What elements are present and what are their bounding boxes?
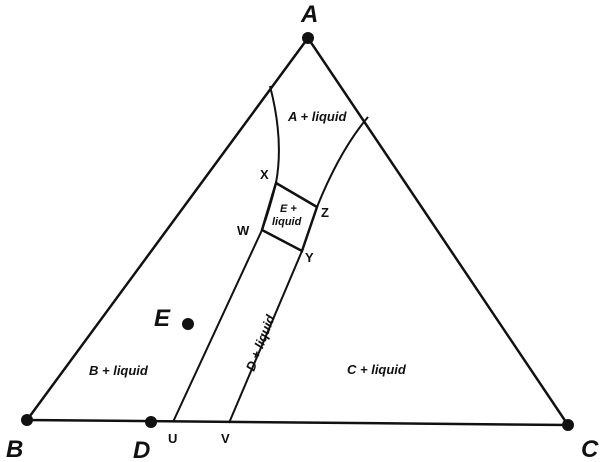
triangle-outline <box>24 35 571 427</box>
point-label-u: U <box>168 431 177 446</box>
region-label-e-liquid-line1: E + <box>280 203 297 215</box>
point-label-v: V <box>221 431 230 446</box>
vertex-a-dot <box>302 32 314 44</box>
boundary-left-upper <box>261 85 280 231</box>
region-label-e-liquid-line2: liquid <box>272 216 302 228</box>
vertex-c-dot <box>562 419 574 431</box>
region-label-a-liquid: A + liquid <box>287 109 347 124</box>
region-label-c-liquid: C + liquid <box>347 362 407 377</box>
vertex-b-dot <box>21 414 33 426</box>
vertex-label-a: A <box>300 1 318 28</box>
boundary-right-upper <box>316 116 369 208</box>
compound-d-dot <box>145 416 157 428</box>
compound-label-e: E <box>154 305 171 332</box>
region-label-d-liquid: D + liquid <box>243 312 278 373</box>
boundary-w-u <box>172 229 263 423</box>
boundary-y-v <box>228 250 303 424</box>
point-label-w: W <box>237 223 250 238</box>
point-label-y: Y <box>305 250 314 265</box>
compound-e-dot <box>182 318 194 330</box>
point-label-x: X <box>260 167 269 182</box>
vertex-label-c: C <box>581 436 599 462</box>
point-label-z: Z <box>321 205 329 220</box>
region-label-b-liquid: B + liquid <box>89 363 149 378</box>
vertex-label-b: B <box>6 436 23 462</box>
compound-label-d: D <box>133 437 150 462</box>
